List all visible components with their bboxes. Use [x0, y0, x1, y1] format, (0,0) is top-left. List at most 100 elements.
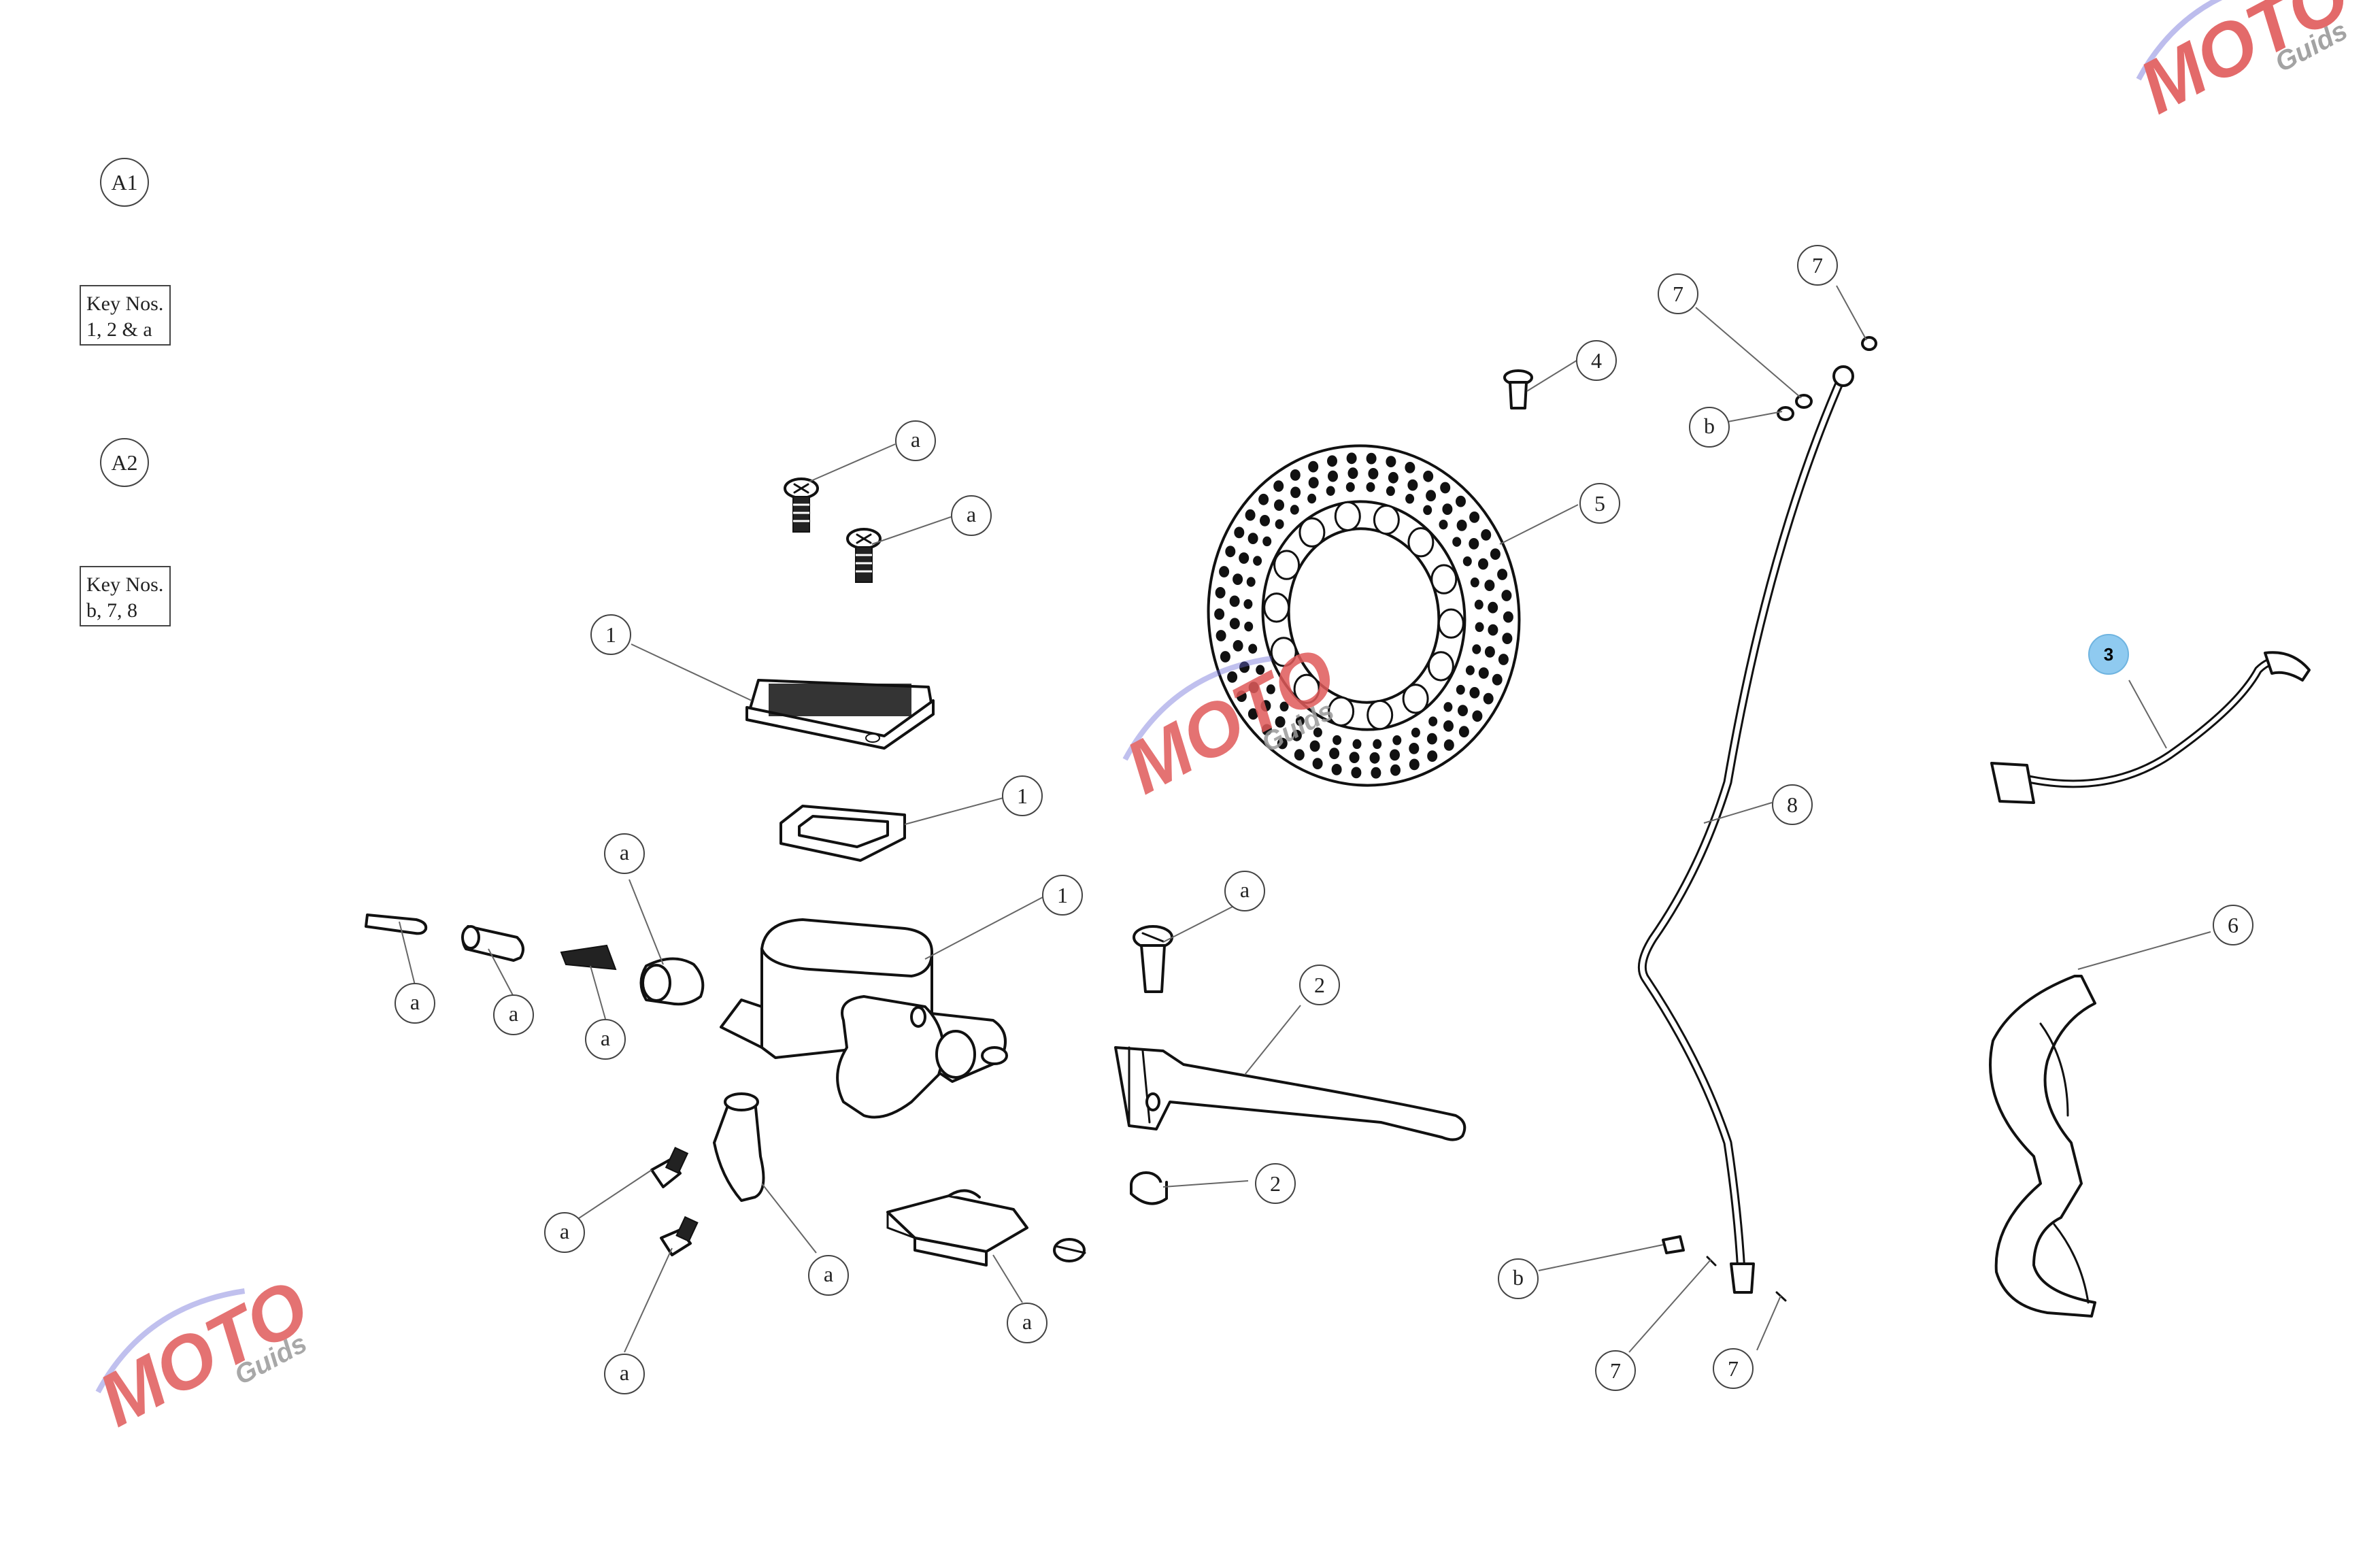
disc-hole	[1291, 729, 1302, 741]
svg-text:a: a	[824, 1262, 833, 1286]
banjo-bolt-upper	[1777, 406, 1794, 421]
washer-upper-left	[1795, 394, 1813, 409]
callout-pin-a[interactable]: a	[395, 983, 435, 1024]
disc-hole	[1233, 573, 1243, 585]
callout-bolt-a-left[interactable]: a	[544, 1212, 585, 1253]
legend-a2-label: A2	[111, 450, 137, 475]
callout-bolt-4[interactable]: 4	[1576, 340, 1617, 381]
disc-hole	[1352, 739, 1362, 750]
disc-hole	[1440, 482, 1451, 494]
disc-hole	[1470, 577, 1479, 588]
disc-hole	[1481, 529, 1492, 541]
disc-hole	[1439, 519, 1448, 530]
callout-screw-a-second[interactable]: a	[951, 495, 992, 536]
svg-text:a: a	[911, 427, 920, 452]
svg-text:7: 7	[1728, 1356, 1739, 1381]
callout-bolt-a-lower[interactable]: a	[604, 1354, 645, 1394]
watermark-brand: MOTO	[2126, 0, 2362, 130]
disc-hole	[1443, 702, 1453, 712]
callout-screw-a-top[interactable]: a	[895, 420, 936, 461]
disc-hole	[1458, 705, 1468, 716]
disc-hole	[1347, 467, 1358, 480]
disc-hole	[1469, 512, 1480, 523]
svg-text:a: a	[1022, 1309, 1032, 1334]
callout-diaphragm-1[interactable]: 1	[1002, 775, 1043, 816]
disc-hole	[1248, 643, 1258, 654]
disc-hole	[1371, 767, 1381, 779]
disc-hole	[1503, 611, 1513, 623]
callout-disc-5[interactable]: 5	[1579, 483, 1620, 524]
disc-hole	[1293, 673, 1320, 704]
callout-spring-a[interactable]: a	[585, 1019, 626, 1060]
callout-switch-a[interactable]: a	[1007, 1303, 1047, 1343]
disc-hole	[1443, 739, 1454, 751]
disc-hole	[1329, 748, 1340, 760]
callout-pivot-bolt-a[interactable]: a	[1224, 871, 1265, 911]
legend-a2-keys-line2: b, 7, 8	[86, 599, 137, 622]
disc-hole	[1427, 750, 1438, 762]
callout-washer-7-lower-left[interactable]: 7	[1595, 1350, 1636, 1391]
disc-hole	[1273, 550, 1301, 580]
disc-hole	[1290, 469, 1301, 481]
disc-hole	[1253, 556, 1262, 566]
callout-washer-7-upper-right[interactable]: 7	[1797, 245, 1838, 286]
callout-piston-a[interactable]: a	[604, 833, 645, 874]
disc-hole	[1390, 764, 1401, 776]
disc-hole	[1256, 665, 1265, 675]
legend-a1-keys-line1: Key Nos.	[86, 292, 163, 315]
disc-hole	[1426, 490, 1437, 502]
callout-bracket-6[interactable]: 6	[2213, 905, 2253, 945]
callout-master-cylinder-1[interactable]: 1	[1042, 875, 1083, 916]
callout-bush-2[interactable]: 2	[1255, 1163, 1296, 1204]
disc-hole	[1215, 587, 1226, 599]
pivot-pin	[365, 914, 428, 935]
disc-hole	[1373, 739, 1382, 750]
piston-seal	[639, 957, 705, 1006]
svg-text:4: 4	[1591, 348, 1602, 373]
disc-hole	[1456, 520, 1467, 531]
disc-hole	[1328, 470, 1338, 482]
callout-banjo-b-lower[interactable]: b	[1498, 1258, 1539, 1299]
disc-hole	[1428, 716, 1438, 726]
piston-bushing	[461, 925, 524, 962]
callout-banjo-b-upper[interactable]: b	[1689, 407, 1730, 448]
svg-text:a: a	[560, 1219, 569, 1243]
disc-hole	[1239, 661, 1250, 673]
disc-hole	[1407, 479, 1418, 491]
disc-hole	[1498, 654, 1509, 665]
disc-hole	[1262, 536, 1272, 547]
disc-hole	[1490, 548, 1501, 560]
disc-hole	[1437, 608, 1464, 639]
svg-text:7: 7	[1610, 1358, 1621, 1383]
disc-hole	[1423, 470, 1434, 482]
disc-hole	[1326, 486, 1335, 496]
disc-hole	[1248, 682, 1259, 693]
disc-hole	[1307, 493, 1317, 504]
disc-hole	[1478, 558, 1488, 570]
disc-hole	[1488, 624, 1498, 636]
callout-hose-3[interactable]: 3	[2088, 634, 2129, 675]
callout-brake-pipe-8[interactable]: 8	[1772, 784, 1813, 825]
disc-hole	[1216, 630, 1226, 641]
callout-reservoir-cap-1[interactable]: 1	[590, 614, 631, 655]
disc-hole	[1456, 495, 1466, 507]
disc-hole	[1423, 505, 1432, 516]
disc-hole	[1273, 480, 1284, 492]
svg-text:a: a	[967, 502, 976, 526]
disc-hole	[1309, 740, 1320, 752]
disc-hole	[1351, 767, 1362, 779]
disc-hole	[1478, 667, 1489, 679]
reservoir-diaphragm	[780, 805, 906, 862]
svg-text:8: 8	[1787, 792, 1798, 817]
disc-hole	[1328, 696, 1355, 727]
clamp-bolt-left	[650, 1146, 689, 1188]
svg-text:2: 2	[1270, 1171, 1281, 1196]
disc-hole	[1492, 673, 1503, 686]
disc-hole	[1275, 716, 1286, 728]
callout-washer-7-upper-left[interactable]: 7	[1658, 273, 1698, 314]
callout-clamp-a[interactable]: a	[808, 1255, 849, 1296]
callout-bushing-a[interactable]: a	[493, 994, 534, 1035]
callout-lever-2[interactable]: 2	[1299, 965, 1340, 1005]
callout-washer-7-lower-right[interactable]: 7	[1713, 1348, 1754, 1389]
